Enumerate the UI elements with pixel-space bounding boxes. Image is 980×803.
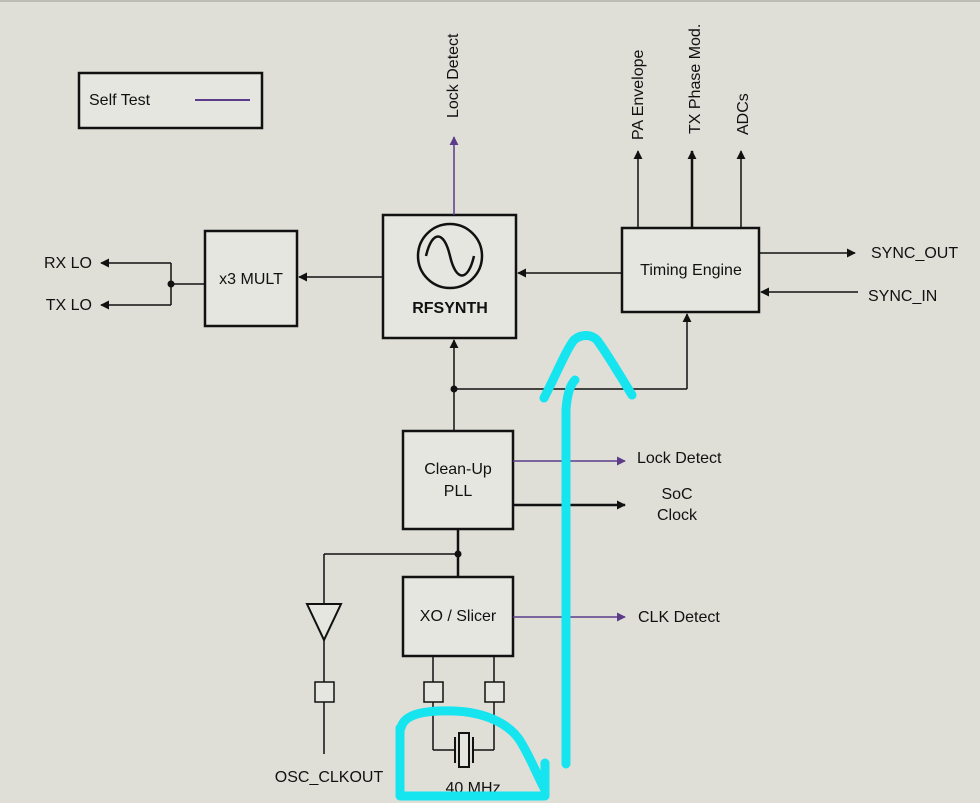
cleanup-pll-block: Clean-Up PLL [401, 429, 515, 531]
pa-envelope-label: PA Envelope [630, 49, 647, 140]
timing-engine-label: Timing Engine [640, 262, 742, 279]
xo-output-path: OSC_CLKOUT [275, 529, 462, 786]
oscillator-icon [416, 222, 484, 290]
clk-detect-label: CLK Detect [638, 609, 720, 626]
x3-mult-box [203, 229, 299, 328]
output-buffer-icon [305, 603, 343, 643]
rx-lo-label: RX LO [44, 255, 92, 272]
osc-clkout-label: OSC_CLKOUT [275, 769, 384, 786]
soc-clock-label-line2: Clock [657, 507, 698, 524]
pll-junction-dot [450, 385, 458, 393]
sync-out-label: SYNC_OUT [871, 245, 958, 262]
timing-engine-box [620, 226, 761, 314]
timing-engine-outputs: PA Envelope TX Phase Mod. ADCs [630, 24, 752, 228]
sync-in-label: SYNC_IN [868, 288, 937, 305]
legend: Self Test [77, 71, 264, 130]
annotation-marks [395, 331, 637, 801]
lo-junction-dot [167, 280, 175, 288]
annotation-crystal-circle [395, 706, 550, 801]
cleanup-pll-box [401, 429, 515, 531]
adcs-label: ADCs [735, 93, 752, 135]
tx-lo-label: TX LO [46, 297, 92, 314]
cleanup-pll-label-line1: Clean-Up [424, 461, 492, 478]
tx-phase-mod-label: TX Phase Mod. [687, 24, 704, 134]
x3-mult-label: x3 MULT [219, 271, 283, 288]
xo-junction-dot [454, 550, 462, 558]
crystal-circuit: 40 MHz [423, 656, 505, 797]
x3-mult-block: x3 MULT [203, 229, 299, 328]
legend-label: Self Test [89, 92, 151, 109]
osc-clkout-pad [314, 681, 335, 703]
crystal-pad-2 [484, 681, 505, 703]
rfsynth-box [381, 213, 518, 340]
soc-clock-label-line1: SoC [661, 486, 692, 503]
xo-slicer-box [401, 575, 515, 658]
xo-slicer-block: XO / Slicer [401, 575, 515, 658]
lo-outputs: RX LO TX LO [44, 255, 205, 314]
xo-slicer-label: XO / Slicer [420, 608, 497, 625]
timing-engine-block: Timing Engine [620, 226, 761, 314]
rfsynth-label: RFSYNTH [412, 300, 488, 317]
annotation-arrow-shaft [561, 375, 580, 769]
cleanup-pll-label-line2: PLL [444, 483, 473, 500]
pll-lock-detect-label: Lock Detect [637, 450, 722, 467]
crystal-pad-1 [423, 681, 444, 703]
rfsynth-lock-detect-label: Lock Detect [445, 33, 462, 118]
rfsynth-block: RFSYNTH [381, 213, 518, 340]
annotation-arrow-head [539, 331, 637, 403]
crystal-icon [454, 732, 474, 768]
